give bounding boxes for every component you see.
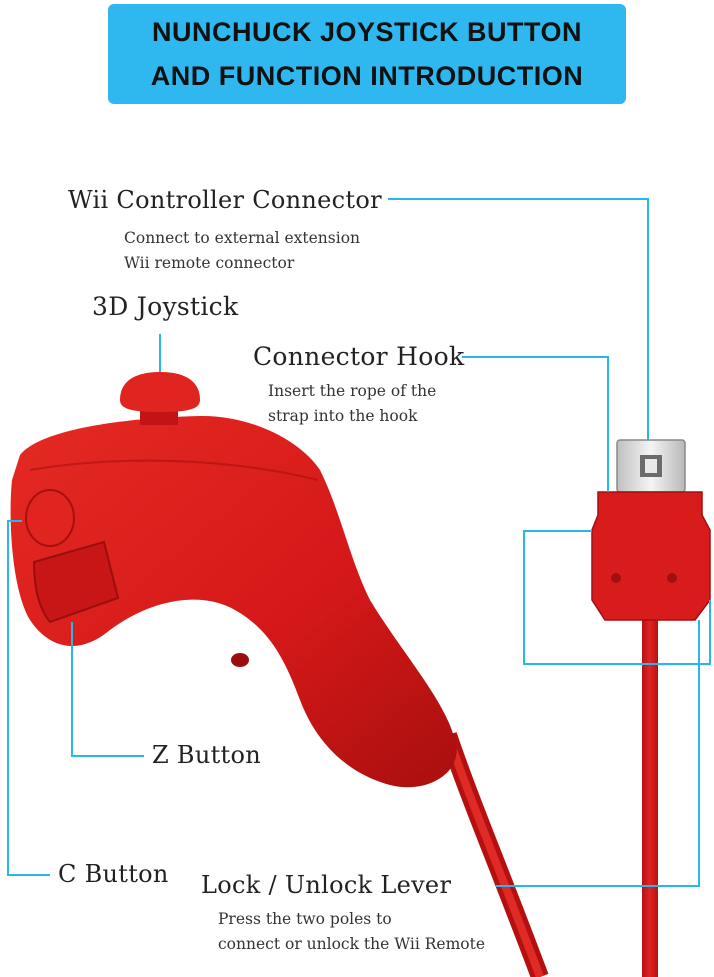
label-lock-lever-desc-1: Press the two poles to bbox=[218, 910, 392, 928]
label-connector-hook-title: Connector Hook bbox=[253, 342, 465, 371]
label-connector-hook-desc-2: strap into the hook bbox=[268, 407, 418, 425]
connector-screw-left bbox=[611, 573, 621, 583]
leader-c-button bbox=[7, 520, 50, 876]
title-banner: NUNCHUCK JOYSTICK BUTTON AND FUNCTION IN… bbox=[108, 4, 626, 104]
z-button bbox=[32, 540, 120, 624]
banner-line-1: NUNCHUCK JOYSTICK BUTTON bbox=[151, 17, 582, 47]
connector-housing bbox=[591, 491, 711, 621]
label-lock-lever-desc-2: connect or unlock the Wii Remote bbox=[218, 935, 485, 953]
label-z-button-title: Z Button bbox=[152, 741, 261, 769]
connector-cable bbox=[642, 615, 658, 977]
nunchuck-body bbox=[10, 415, 457, 788]
connector-plug-inner bbox=[645, 459, 657, 473]
label-wii-connector-desc-2: Wii remote connector bbox=[124, 254, 295, 272]
nunchuck-body-seam bbox=[29, 459, 319, 481]
leader-connector-hook bbox=[462, 356, 609, 492]
leader-lock-lever bbox=[496, 620, 700, 887]
label-connector-hook-desc-1: Insert the rope of the bbox=[268, 382, 437, 400]
nunchuck-cable-highlight bbox=[444, 733, 544, 977]
label-lock-lever-title: Lock / Unlock Lever bbox=[201, 871, 452, 899]
label-wii-connector-title: Wii Controller Connector bbox=[68, 186, 382, 214]
joystick-cap bbox=[120, 372, 200, 412]
banner-line-2: AND FUNCTION INTRODUCTION bbox=[150, 61, 584, 91]
c-button bbox=[25, 489, 75, 547]
strap-hole bbox=[231, 653, 249, 667]
label-wii-connector-desc-1: Connect to external extension bbox=[124, 229, 361, 247]
leader-z-button bbox=[71, 622, 144, 757]
leader-lever-box bbox=[523, 530, 711, 665]
leader-lines bbox=[7, 198, 711, 887]
leader-wii-connector bbox=[388, 198, 649, 440]
label-c-button-title: C Button bbox=[58, 860, 169, 888]
connector-screw-right bbox=[667, 573, 677, 583]
label-joystick-title: 3D Joystick bbox=[92, 292, 239, 321]
